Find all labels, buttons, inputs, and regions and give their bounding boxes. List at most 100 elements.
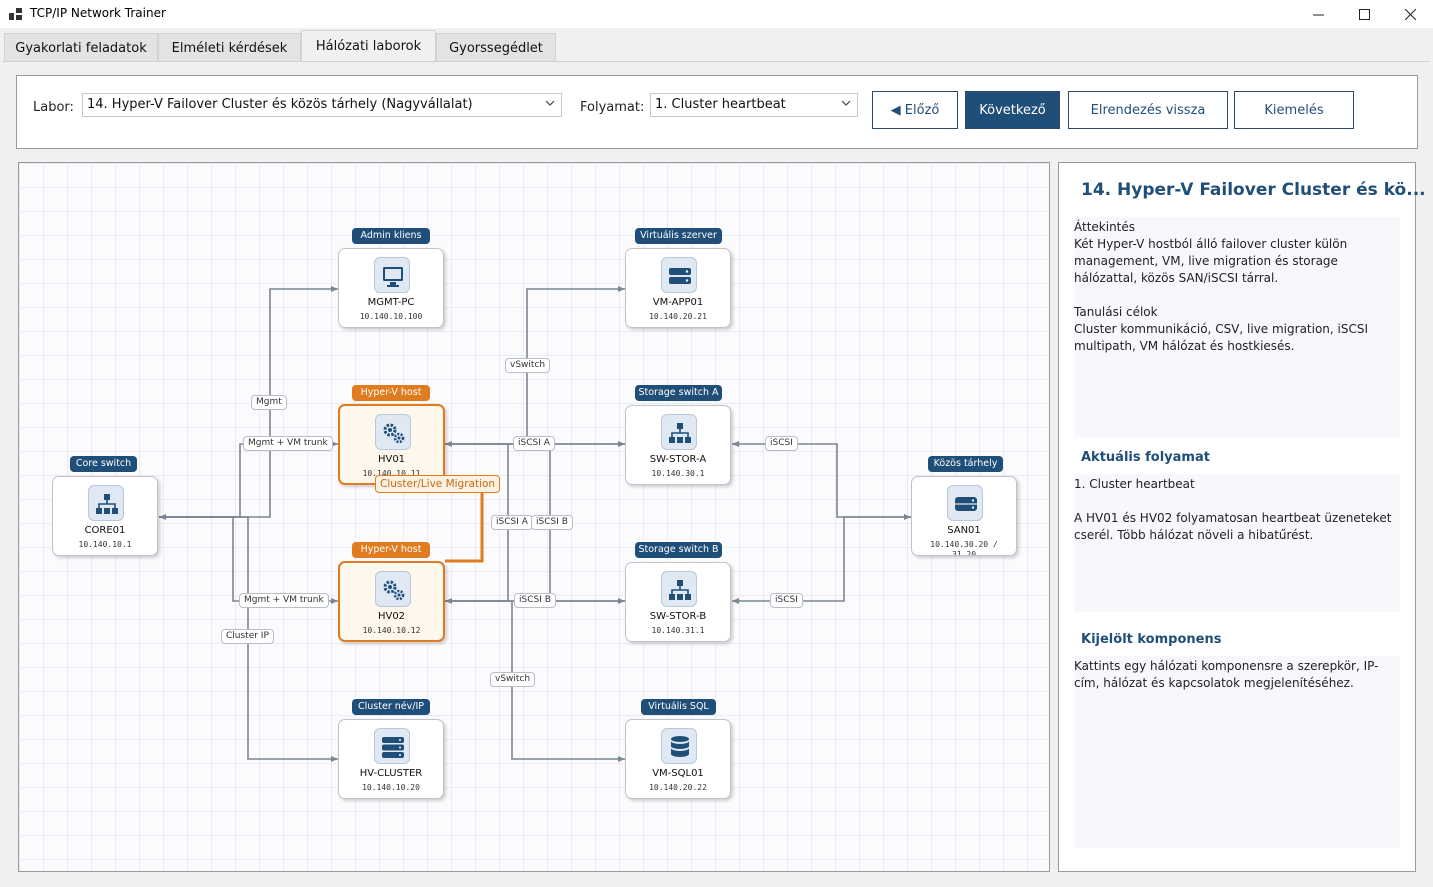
node-vm-sql01[interactable]: VM-SQL01 10.140.20.22 — [625, 719, 731, 799]
tab-halozati-laborok[interactable]: Hálózati laborok — [301, 30, 436, 62]
lab-label: Labor: — [33, 100, 74, 115]
node-ip: 10.140.30.20 / 31.20 — [930, 540, 998, 556]
node-ip: 10.140.31.1 — [651, 626, 705, 635]
selected-component-box: Kattints egy hálózati komponensre a szer… — [1074, 656, 1400, 848]
minimize-icon[interactable] — [1295, 0, 1341, 28]
network-switch-icon — [661, 571, 697, 607]
server-icon — [661, 257, 697, 293]
edge-stor-a-san — [732, 443, 911, 518]
node-hv-cluster[interactable]: HV-CLUSTER 10.140.10.20 — [338, 719, 444, 799]
edge-label-iscsi-1: iSCSI — [765, 436, 798, 451]
flow-select[interactable]: 1. Cluster heartbeat — [650, 93, 858, 117]
node-ip: 10.140.10.1 — [78, 540, 132, 549]
overview-heading: Áttekintés — [1074, 220, 1136, 234]
tab-gyorssegedlet[interactable]: Gyorssegédlet — [436, 33, 556, 62]
node-name: SW-STOR-A — [649, 454, 707, 465]
tag-storage-switch-a: Storage switch A — [635, 385, 722, 401]
current-flow-title: Aktuális folyamat — [1081, 450, 1210, 465]
database-icon — [661, 728, 697, 764]
edge-label-mgmt: Mgmt — [251, 395, 287, 410]
node-hv01[interactable]: HV01 10.140.10.11 — [338, 404, 445, 485]
node-ip: 10.140.10.100 — [359, 312, 423, 321]
tag-hyperv-host-1: Hyper-V host — [352, 385, 430, 401]
highlight-button[interactable]: Kiemelés — [1234, 91, 1354, 129]
node-name: CORE01 — [84, 525, 126, 536]
node-san01[interactable]: SAN01 10.140.30.20 / 31.20 — [911, 476, 1017, 556]
gears-icon — [375, 414, 411, 450]
node-name: SW-STOR-B — [649, 611, 707, 622]
network-switch-icon — [661, 414, 697, 450]
tag-core-switch: Core switch — [70, 456, 137, 472]
node-ip: 10.140.20.21 — [649, 312, 707, 321]
tag-virtualis-szerver: Virtuális szerver — [635, 228, 722, 244]
node-ip: 10.140.30.1 — [651, 469, 705, 478]
network-canvas[interactable]: Mgmt Mgmt + VM trunk Mgmt + VM trunk Clu… — [18, 162, 1050, 872]
server-icon — [374, 728, 410, 764]
info-panel: 14. Hyper-V Failover Cluster és kö... Át… — [1058, 162, 1426, 872]
selected-component-title: Kijelölt komponens — [1081, 632, 1222, 647]
chevron-down-icon — [545, 100, 555, 106]
prev-button[interactable]: ◀ Előző — [872, 91, 958, 129]
edge-label-cluster-ip: Cluster IP — [221, 629, 274, 644]
window-title: TCP/IP Network Trainer — [30, 6, 166, 20]
edge-label-trunk-1: Mgmt + VM trunk — [243, 436, 333, 451]
tag-cluster-nev-ip: Cluster név/IP — [352, 699, 430, 715]
edge-label-iscsi-b-2: iSCSI B — [514, 593, 556, 608]
node-name: VM-APP01 — [652, 297, 704, 308]
tag-virtualis-sql: Virtuális SQL — [641, 699, 716, 715]
current-flow-box: 1. Cluster heartbeat A HV01 és HV02 foly… — [1074, 474, 1400, 612]
next-button[interactable]: Következő — [965, 91, 1060, 129]
tag-admin-kliens: Admin kliens — [352, 228, 430, 244]
tag-hyperv-host-2: Hyper-V host — [352, 542, 430, 558]
node-sw-stor-a[interactable]: SW-STOR-A 10.140.30.1 — [625, 405, 731, 485]
node-ip: 10.140.10.20 — [362, 783, 420, 792]
tag-kozos-tarhely: Közös tárhely — [928, 456, 1003, 472]
edge-label-vswitch-2: vSwitch — [490, 672, 536, 687]
title-bar: TCP/IP Network Trainer — [0, 0, 1433, 28]
gears-icon — [375, 571, 411, 607]
current-flow-text: A HV01 és HV02 folyamatosan heartbeat üz… — [1074, 511, 1392, 542]
node-name: HV01 — [377, 454, 406, 465]
flow-label: Folyamat: — [580, 100, 645, 115]
edge-label-vswitch-1: vSwitch — [505, 358, 551, 373]
goals-text: Cluster kommunikáció, CSV, live migratio… — [1074, 322, 1369, 353]
edge-live-migration — [445, 481, 484, 563]
selected-component-text: Kattints egy hálózati komponensre a szer… — [1074, 659, 1379, 690]
tag-storage-switch-b: Storage switch B — [635, 542, 722, 558]
node-ip: 10.140.10.11 — [362, 469, 421, 478]
node-vm-app01[interactable]: VM-APP01 10.140.20.21 — [625, 248, 731, 328]
node-sw-stor-b[interactable]: SW-STOR-B 10.140.31.1 — [625, 562, 731, 642]
flow-select-value: 1. Cluster heartbeat — [655, 97, 786, 112]
node-hv02[interactable]: HV02 10.140.10.12 — [338, 561, 445, 642]
edge-label-iscsi-a-1: iSCSI A — [513, 436, 555, 451]
network-switch-icon — [88, 485, 124, 521]
goals-heading: Tanulási célok — [1074, 305, 1158, 319]
lab-select[interactable]: 14. Hyper-V Failover Cluster és közös tá… — [82, 93, 562, 117]
chevron-down-icon — [841, 100, 851, 106]
edge-hv01-trunk — [159, 443, 338, 518]
node-name: HV-CLUSTER — [359, 768, 423, 779]
maximize-icon[interactable] — [1341, 0, 1387, 28]
edge-mgmt — [159, 288, 338, 518]
panel-title: 14. Hyper-V Failover Cluster és kö... — [1081, 180, 1426, 200]
node-ip: 10.140.20.22 — [649, 783, 707, 792]
edge-label-trunk-2: Mgmt + VM trunk — [239, 593, 329, 608]
edge-label-iscsi-b-1: iSCSI B — [531, 515, 573, 530]
overview-text: Két Hyper-V hostból álló failover cluste… — [1074, 237, 1348, 285]
lab-select-value: 14. Hyper-V Failover Cluster és közös tá… — [87, 97, 473, 112]
current-flow-name: 1. Cluster heartbeat — [1074, 477, 1195, 491]
lab-toolbar: Labor: 14. Hyper-V Failover Cluster és k… — [16, 75, 1418, 149]
edge-label-iscsi-a-2: iSCSI A — [491, 515, 533, 530]
app-icon — [9, 8, 22, 20]
node-mgmt-pc[interactable]: MGMT-PC 10.140.10.100 — [338, 248, 444, 328]
tab-content-border — [3, 61, 1430, 887]
edge-label-iscsi-2: iSCSI — [770, 593, 803, 608]
close-icon[interactable] — [1387, 0, 1433, 28]
edge-label-live-migration: Cluster/Live Migration — [375, 475, 501, 493]
storage-icon — [947, 485, 983, 521]
node-core01[interactable]: CORE01 10.140.10.1 — [52, 476, 158, 556]
reset-layout-button[interactable]: Elrendezés vissza — [1068, 91, 1228, 129]
node-name: SAN01 — [947, 525, 981, 536]
tab-gyakorlati-feladatok[interactable]: Gyakorlati feladatok — [4, 33, 158, 62]
tab-elmeleti-kerdesek[interactable]: Elméleti kérdések — [158, 33, 301, 62]
